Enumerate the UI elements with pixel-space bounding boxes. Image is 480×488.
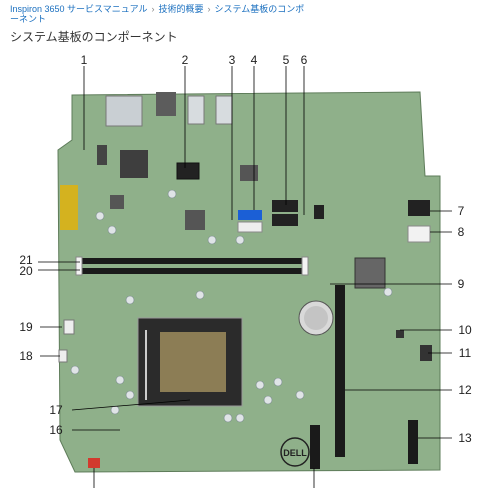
dell-logo (280, 437, 310, 467)
header-pins (97, 145, 107, 165)
sata-connector-white (237, 221, 263, 233)
capacitors (70, 189, 393, 423)
chip (110, 195, 124, 209)
pcie-x16-slot (335, 285, 345, 457)
callout-17: 17 (49, 403, 63, 417)
pcie-x1-slot-2 (408, 420, 418, 464)
chip (185, 210, 205, 230)
breadcrumb-separator-icon: › (151, 4, 155, 14)
callout-9: 9 (457, 277, 465, 291)
breadcrumb: Inspiron 3650 サービスマニュアル›技術的概要›システム基板のコンポ… (10, 4, 310, 24)
fan-header (88, 458, 100, 468)
board-yellow-strip (60, 185, 78, 230)
power-connector-4pin-cpu (63, 319, 75, 335)
rear-usb-port (187, 95, 205, 125)
callout-12: 12 (458, 383, 472, 397)
callout-19: 19 (19, 320, 33, 334)
callout-20: 20 (19, 264, 33, 278)
callout-13: 13 (458, 431, 472, 445)
memory-slot-1 (76, 258, 308, 264)
breadcrumb-link-overview[interactable]: 技術的概要 (158, 4, 204, 14)
m2-slot (314, 205, 324, 219)
callout-1: 1 (80, 53, 88, 67)
memory-latch (75, 256, 83, 276)
breadcrumb-link-components[interactable]: システム基板のコンポーネント (10, 4, 305, 24)
sata-connector-black (272, 200, 298, 212)
pcie-x1-slot-1 (310, 425, 320, 469)
connector-2 (176, 162, 200, 180)
memory-slot-2 (76, 268, 308, 274)
sata-connector-black-2 (272, 214, 298, 226)
callout-18: 18 (19, 349, 33, 363)
socket-pins (160, 332, 226, 392)
power-connector-8pin (407, 225, 431, 243)
rear-usb-port (215, 95, 233, 125)
dell-logo-text: DELL (283, 448, 307, 458)
callout-6: 6 (300, 53, 308, 67)
callout-11: 11 (458, 346, 472, 360)
sata-connector-blue (238, 210, 262, 220)
callout-leader-lines (38, 66, 452, 488)
callout-3: 3 (228, 53, 236, 67)
chip (120, 150, 148, 178)
page-title: システム基板のコンポーネント (10, 30, 178, 44)
memory-latch (301, 256, 309, 276)
chipset (354, 257, 386, 289)
jumper (396, 330, 404, 338)
rear-audio-jack (156, 92, 176, 116)
header-18 (58, 349, 68, 363)
callout-7: 7 (457, 204, 465, 218)
power-connector-4pin (408, 200, 430, 216)
breadcrumb-link-manual[interactable]: Inspiron 3650 サービスマニュアル (10, 4, 148, 14)
callout-4: 4 (250, 53, 258, 67)
callout-5: 5 (282, 53, 290, 67)
chip (240, 165, 258, 181)
callout-2: 2 (181, 53, 189, 67)
front-panel-header (420, 345, 432, 361)
callout-21: 21 (19, 253, 33, 267)
callout-16: 16 (49, 423, 63, 437)
rear-io-port (105, 95, 143, 127)
callout-8: 8 (457, 225, 465, 239)
callout-10: 10 (458, 323, 472, 337)
breadcrumb-separator-icon: › (207, 4, 211, 14)
